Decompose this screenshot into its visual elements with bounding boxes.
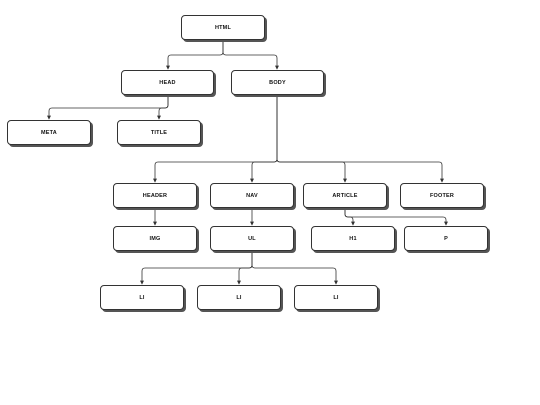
node-footer: FOOTER: [400, 183, 484, 208]
node-img: IMG: [113, 226, 197, 251]
node-li-2: LI: [197, 285, 281, 310]
connector-head-title: [157, 95, 169, 120]
connector-article-p: [344, 208, 448, 226]
connector-ul-li1: [140, 251, 253, 285]
connector-head-meta: [47, 95, 169, 120]
node-li-1: LI: [100, 285, 184, 310]
connector-ul-li3: [251, 251, 338, 285]
connector-body-article: [276, 95, 347, 183]
connector-html-head: [166, 40, 224, 70]
node-h1: H1: [311, 226, 395, 251]
node-title: TITLE: [117, 120, 201, 145]
node-nav: NAV: [210, 183, 294, 208]
node-li-3: LI: [294, 285, 378, 310]
connector-html-body: [222, 40, 279, 70]
node-header: HEADER: [113, 183, 197, 208]
connector-body-nav: [250, 95, 278, 183]
connector-body-footer: [276, 95, 444, 183]
node-meta: META: [7, 120, 91, 145]
node-body: BODY: [231, 70, 324, 95]
connector-ul-li2: [237, 251, 253, 285]
node-html: HTML: [181, 15, 265, 40]
node-head: HEAD: [121, 70, 214, 95]
node-p: P: [404, 226, 488, 251]
node-ul: UL: [210, 226, 294, 251]
node-article: ARTICLE: [303, 183, 387, 208]
